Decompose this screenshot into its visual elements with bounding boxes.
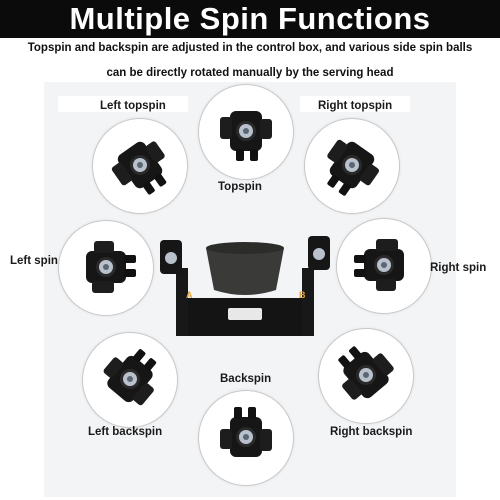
machine-label-plate — [228, 308, 262, 320]
right-topspin-head-image — [304, 118, 400, 214]
left-topspin-label: Left topspin — [100, 100, 166, 112]
left-spin-label: Left spin — [10, 255, 58, 267]
page-title: Multiple Spin Functions — [69, 1, 431, 36]
title-bar: Multiple Spin Functions — [0, 0, 500, 38]
left-backspin-label: Left backspin — [88, 426, 163, 438]
ball-machine-image: A B — [160, 236, 330, 336]
machine-label-a: A — [186, 290, 193, 300]
backspin-label: Backspin — [220, 373, 272, 385]
panel-strip-right — [300, 96, 410, 112]
left-backspin-head-image — [82, 332, 178, 428]
right-backspin-label: Right backspin — [330, 426, 413, 438]
panel-strip-left — [58, 96, 188, 112]
machine-hopper — [206, 243, 284, 295]
topspin-label: Topspin — [218, 181, 262, 193]
subtitle-line-2: can be directly rotated manually by the … — [106, 67, 394, 79]
left-spin-head-image — [58, 220, 154, 316]
topspin-head-image — [198, 84, 294, 180]
subtitle-line-1: Topspin and backspin are adjusted in the… — [27, 42, 473, 54]
right-spin-label: Right spin — [430, 262, 487, 274]
left-topspin-head-image — [92, 118, 188, 214]
right-topspin-label: Right topspin — [318, 100, 393, 112]
right-spin-head-image — [336, 218, 432, 314]
machine-left-arm — [176, 268, 188, 336]
machine-right-arm — [302, 268, 314, 336]
right-backspin-head-image — [318, 328, 414, 424]
machine-label-b: B — [299, 290, 306, 300]
backspin-head-image — [198, 390, 294, 486]
